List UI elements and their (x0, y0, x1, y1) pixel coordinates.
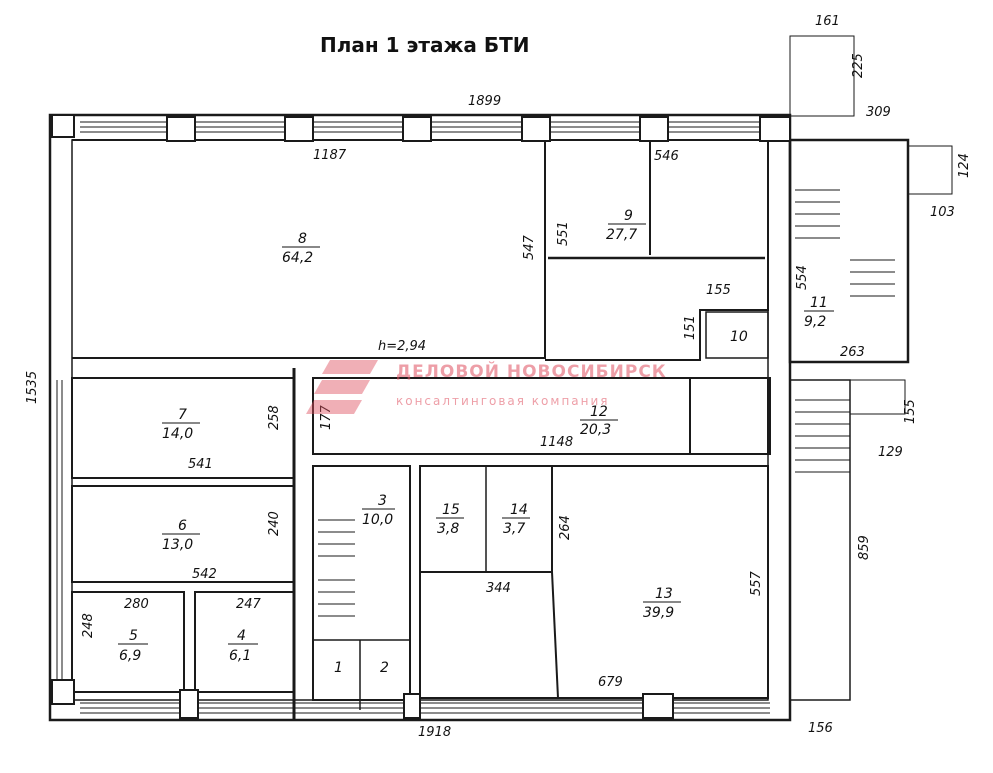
dim-label: 248 (81, 613, 96, 638)
room-4-area: 6,1 (229, 648, 251, 664)
room-15-number: 15 (442, 502, 460, 518)
dim-label: 151 (683, 315, 698, 340)
dim-label: 240 (267, 511, 282, 536)
wall-right-stair (789, 379, 851, 701)
room-9-area: 27,7 (606, 227, 637, 243)
wall-right-annex (907, 145, 953, 195)
room-3-number: 3 (378, 493, 387, 509)
room-11-area: 9,2 (804, 314, 826, 330)
dim-label: 557 (749, 570, 764, 596)
dim-label: 542 (192, 567, 217, 582)
dim-label: 344 (486, 581, 511, 596)
room-5-number: 5 (129, 628, 138, 644)
room-6-area: 13,0 (162, 537, 193, 553)
watermark: ДЕЛОВОЙ НОВОСИБИРСК консалтинговая компа… (306, 360, 667, 414)
wall-room-13-split (551, 571, 559, 699)
room-13-number: 13 (655, 586, 673, 602)
dim-label: 280 (124, 597, 149, 612)
room-2-number: 2 (380, 660, 389, 676)
dim-label: 155 (903, 399, 918, 424)
room-13-area: 39,9 (643, 605, 674, 621)
piers (51, 114, 791, 719)
stairs (318, 189, 895, 617)
room-7-area: 14,0 (162, 426, 193, 442)
watermark-logo-icon (306, 360, 378, 414)
dim-label: 1535 (25, 371, 40, 404)
wall-room-5 (71, 591, 185, 693)
room-14-number: 14 (510, 502, 528, 518)
dim-label: 103 (930, 205, 955, 220)
dim-label: 225 (851, 53, 866, 78)
dim-label: 247 (236, 597, 262, 612)
wall-right-annex-2 (849, 379, 906, 415)
watermark-subtitle: консалтинговая компания (396, 394, 610, 408)
room-14-area: 3,7 (503, 521, 525, 537)
wall-room-11 (788, 138, 910, 364)
dim-label: 155 (706, 283, 731, 298)
dim-label: 177 (319, 404, 334, 430)
ceiling-height-label: h=2,94 (378, 339, 426, 354)
room-1-number: 1 (334, 660, 343, 676)
room-12-area: 20,3 (580, 422, 611, 438)
dim-label: 1899 (468, 94, 501, 109)
room-3-area: 10,0 (362, 512, 393, 528)
watermark-title: ДЕЛОВОЙ НОВОСИБИРСК (396, 360, 667, 382)
wall-room-13 (419, 465, 769, 699)
dim-label: 1148 (540, 435, 573, 450)
room-8-area: 64,2 (282, 250, 313, 266)
dim-label: 161 (815, 14, 840, 29)
room-9-number: 9 (624, 208, 633, 224)
plan-title: План 1 этажа БТИ (320, 33, 529, 57)
dim-label: 264 (558, 515, 573, 540)
wall-room-8 (72, 139, 546, 359)
dim-label: 309 (866, 105, 891, 120)
dim-label: 156 (808, 721, 833, 736)
room-11-number: 11 (810, 295, 828, 311)
dim-label: 1187 (313, 148, 347, 163)
room-5-area: 6,9 (119, 648, 141, 664)
dim-label: 263 (840, 345, 865, 360)
dim-label: 541 (188, 457, 213, 472)
wall-top-annex (789, 35, 855, 117)
dim-label: 551 (556, 221, 571, 246)
dim-label: 1918 (418, 725, 451, 740)
wall-room-10 (705, 311, 769, 359)
walls (48, 35, 953, 722)
dim-label: 679 (598, 675, 623, 690)
room-12-number: 12 (590, 404, 608, 420)
wall-room-12-side (689, 377, 769, 455)
room-8-number: 8 (298, 231, 307, 247)
dim-label: 547 (522, 234, 537, 260)
room-6-number: 6 (178, 518, 187, 534)
wall-room-3 (312, 465, 411, 701)
room-7-number: 7 (178, 407, 187, 423)
dim-label: 859 (857, 535, 872, 560)
wall-room-12 (312, 377, 771, 455)
windows (56, 121, 770, 714)
dim-label: 258 (267, 405, 282, 430)
dim-label: 546 (654, 149, 679, 164)
room-15-area: 3,8 (437, 521, 459, 537)
dimension-labels: 161 225 309 124 103 1899 1187 546 547 55… (25, 14, 972, 740)
dim-label: 129 (878, 445, 903, 460)
room-labels: 1 2 3 10,0 4 6,1 5 6,9 6 13,0 7 14,0 8 6… (118, 208, 834, 676)
dim-label: 124 (957, 153, 972, 178)
room-4-number: 4 (237, 628, 246, 644)
wall-room-9 (545, 139, 769, 361)
room-10-number: 10 (730, 329, 748, 345)
dim-label: 554 (795, 265, 810, 290)
